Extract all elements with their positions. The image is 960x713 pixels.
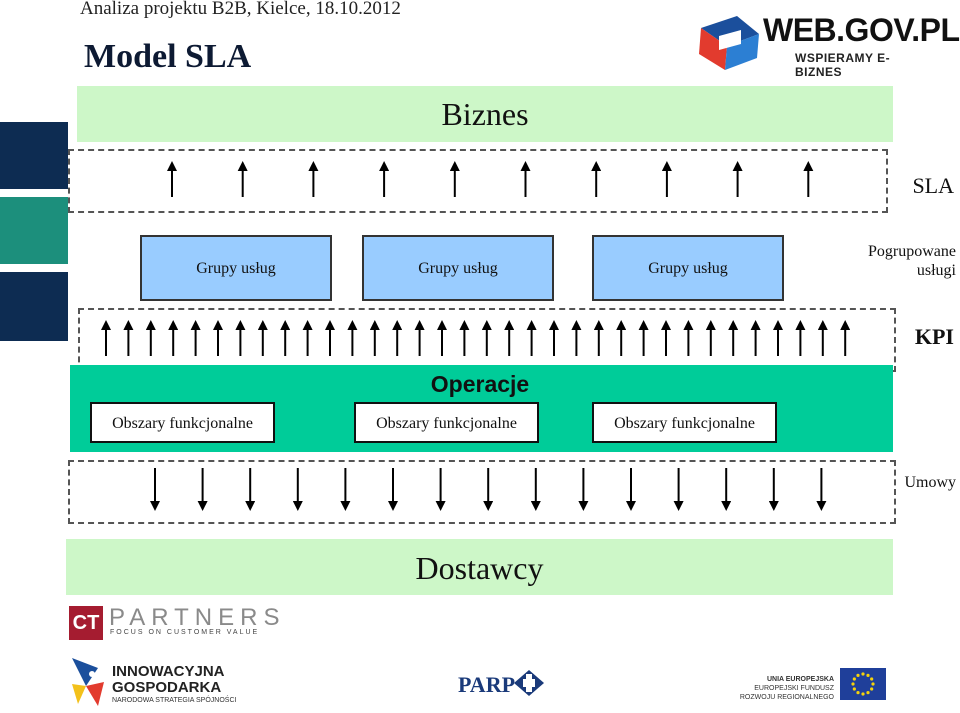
grouped-services-label-1: Pogrupowane [868,243,956,260]
suppliers-band: Dostawcy [66,539,893,595]
ct-partners-logo-mark: CT [69,606,103,640]
eu-line-1: UNIA EUROPEJSKA [766,676,834,683]
eu-star [866,673,870,677]
service-group-box: Grupy usług [140,235,332,301]
service-group-box: Grupy usług [592,235,784,301]
kpi-dashed-row [78,308,896,372]
webgov-emblem-icon [699,16,759,70]
innovative-economy-line-3: NARODOWA STRATEGIA SPÓJNOŚCI [112,697,237,704]
functional-area-box: Obszary funkcjonalne [90,402,275,443]
functional-area-box: Obszary funkcjonalne [354,402,539,443]
webgov-slogan: WSPIERAMY E-BIZNES [795,51,891,79]
kpi-label: KPI [914,324,954,349]
eu-star [852,687,856,691]
innovative-economy-line-2: GOSPODARKA [112,679,222,696]
presentation-subtitle: Analiza projektu B2B, Kielce, 18.10.2012 [80,0,401,19]
eu-star [870,677,874,681]
innovative-economy-emblem-icon [72,658,104,706]
eu-line-2: EUROPEJSKI FUNDUSZ [754,685,834,692]
contracts-dashed-row [68,460,896,524]
sla-label: SLA [912,173,954,198]
business-band: Biznes [77,86,893,142]
parp-emblem-icon [514,670,544,696]
eu-star [861,692,865,696]
operations-label: Operacje [430,371,530,397]
functional-area-box: Obszary funkcjonalne [592,402,777,443]
eu-line-3: ROZWOJU REGIONALNEGO [739,694,834,701]
eu-star [852,677,856,681]
side-bar-navy [0,122,68,189]
side-bar-teal [0,197,68,264]
contracts-label: Umowy [904,474,956,491]
eu-flag-icon [840,668,886,700]
grouped-services-label-2: usługi [916,262,956,279]
eu-star [856,691,860,695]
slide-title: Model SLA [84,38,252,75]
side-bar-navy-2 [0,272,68,341]
eu-star [871,682,875,686]
innovative-economy-line-1: INNOWACYJNA [112,663,225,680]
webgov-name: WEB.GOV.PL [763,12,960,48]
webgov-logo: WEB.GOV.PL WSPIERAMY E-BIZNES [697,10,960,79]
eu-fund-text: UNIA EUROPEJSKA EUROPEJSKI FUNDUSZ ROZWO… [736,675,834,702]
parp-name: PARP [458,672,516,697]
service-group-box: Grupy usług [362,235,554,301]
eu-star [851,682,855,686]
eu-star [870,687,874,691]
eu-star [861,672,865,676]
eu-star [856,673,860,677]
eu-star [866,691,870,695]
ct-partners-tagline: FOCUS ON CUSTOMER VALUE [110,629,260,636]
sla-dashed-row [68,149,888,213]
ct-partners-name: PARTNERS [109,604,286,631]
